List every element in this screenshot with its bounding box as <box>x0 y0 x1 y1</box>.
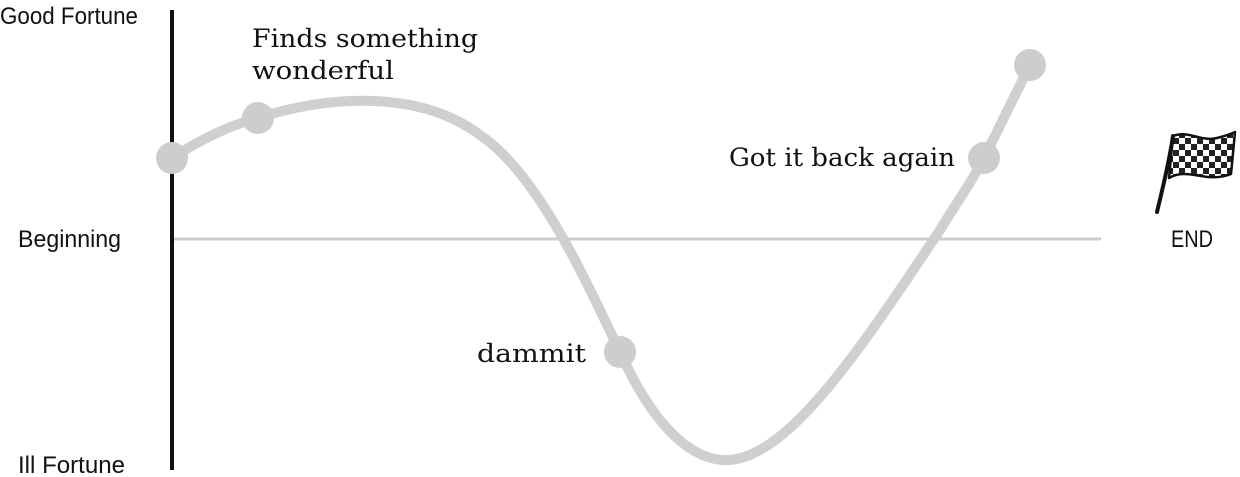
end-point-marker <box>1014 49 1046 81</box>
good-fortune-label: Good Fortune <box>0 3 138 30</box>
dammit-label: dammit <box>477 339 586 368</box>
got-it-back-marker <box>968 142 1000 174</box>
beginning-label: Beginning <box>18 226 121 253</box>
finds-something-label-line2: wonderful <box>252 56 394 85</box>
dammit-marker <box>604 336 636 368</box>
start-point-marker <box>156 142 188 174</box>
end-label: END <box>1171 226 1213 253</box>
checkered-flag-icon <box>1155 130 1237 214</box>
finds-something-label-line1: Finds something <box>252 24 478 53</box>
got-it-back-label: Got it back again <box>729 143 955 172</box>
finds-something-marker <box>242 102 274 134</box>
fortune-curve <box>167 60 1035 466</box>
ill-fortune-label: Ill Fortune <box>18 452 125 477</box>
